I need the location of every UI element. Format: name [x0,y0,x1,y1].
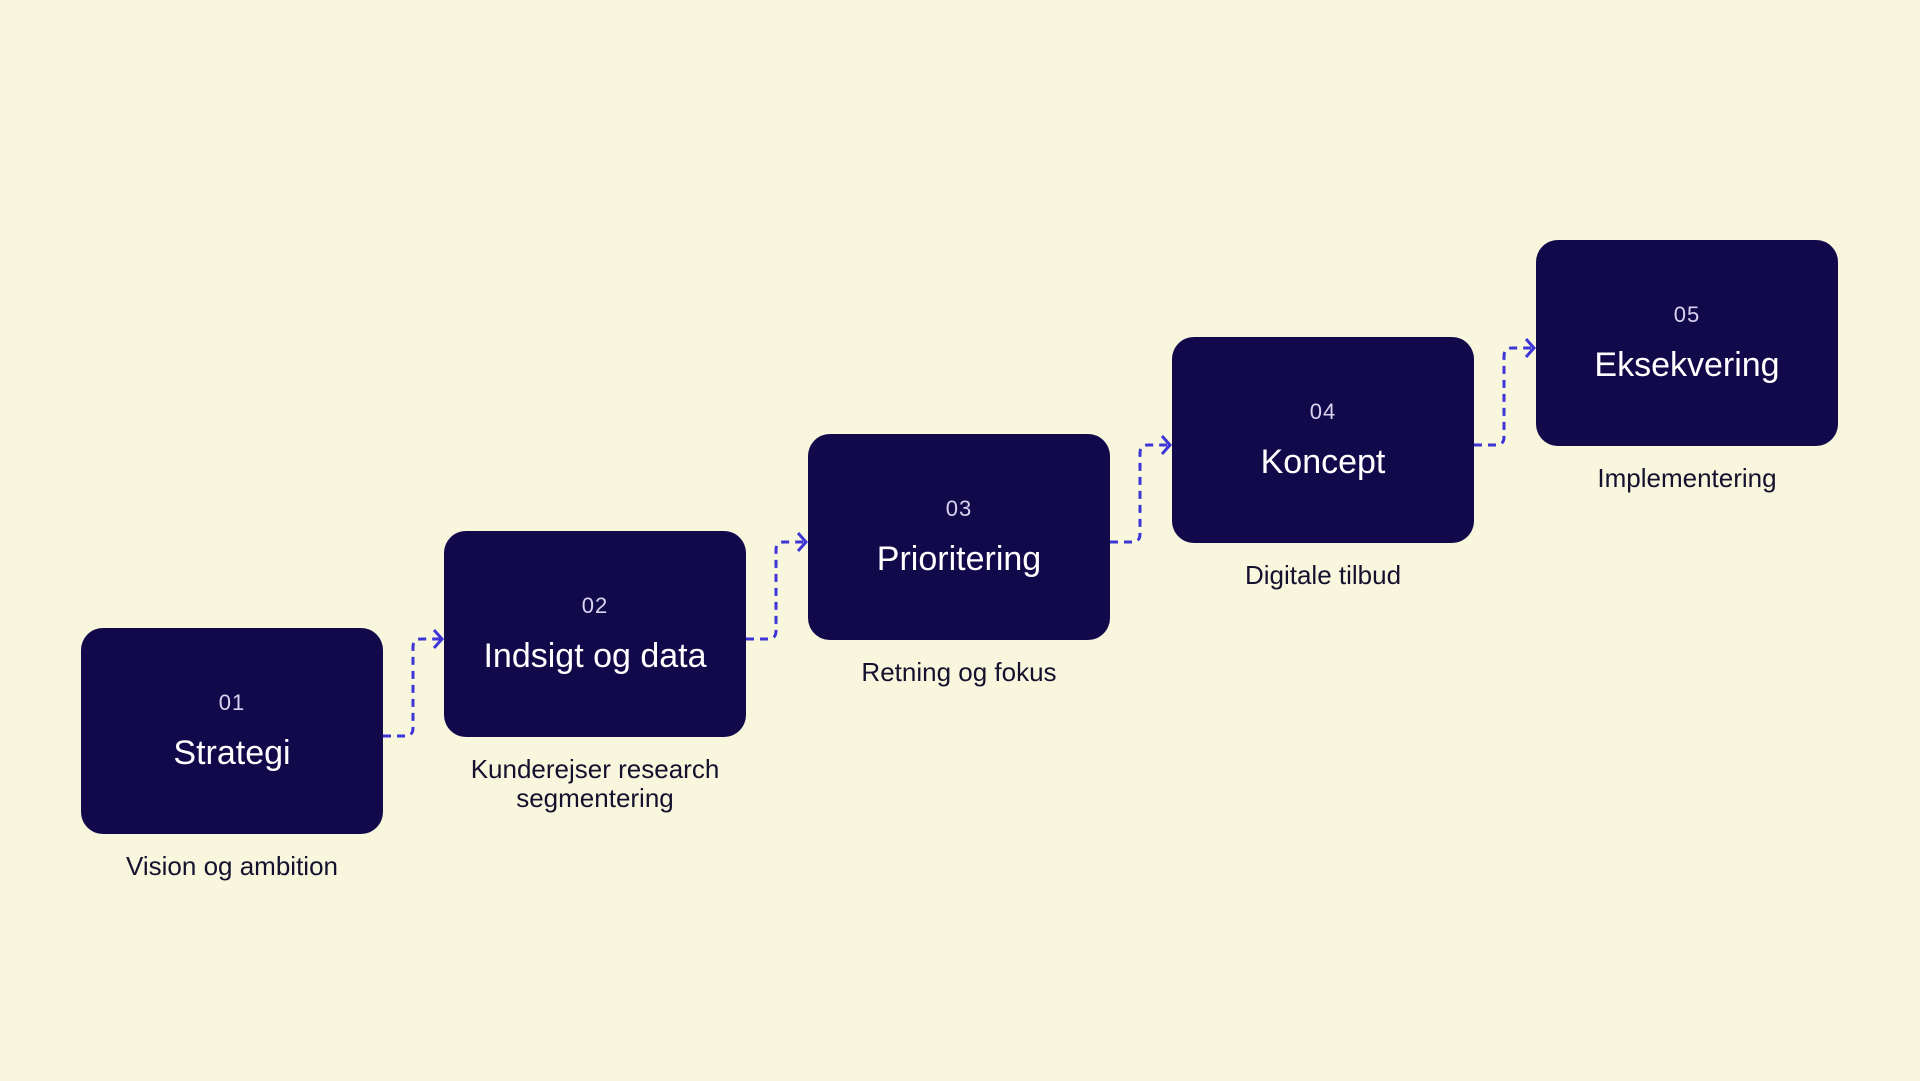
step-5: 05 Eksekvering Implementering [1536,240,1838,493]
step-4: 04 Koncept Digitale tilbud [1172,337,1474,590]
step-box: 01 Strategi [81,628,383,834]
arrow-head-icon [1524,338,1537,358]
step-caption: Digitale tilbud [1244,560,1402,590]
step-box: 05 Eksekvering [1536,240,1838,446]
step-box: 03 Prioritering [808,434,1110,640]
step-3: 03 Prioritering Retning og fokus [808,434,1110,687]
step-caption: Implementering [1597,463,1777,493]
arrow-head-icon [796,532,809,552]
step-title: Prioritering [876,539,1042,578]
connector-line [1474,346,1534,447]
connector-line [1110,443,1170,544]
arrow-head-icon [1160,435,1173,455]
step-number: 04 [1309,398,1337,424]
connector-line [383,637,442,738]
step-number: 03 [945,495,973,521]
step-number: 01 [218,689,246,715]
step-caption: Kunderejser research segmentering [470,754,720,813]
step-title: Koncept [1260,442,1386,481]
step-title: Strategi [173,733,291,772]
step-number: 02 [581,592,609,618]
step-title: Eksekvering [1594,345,1780,384]
arrow-head-icon [432,629,445,649]
step-number: 05 [1673,301,1701,327]
connector-line [746,540,806,641]
step-1: 01 Strategi Vision og ambition [81,628,383,881]
step-box: 02 Indsigt og data [444,531,746,737]
step-title: Indsigt og data [483,636,707,675]
step-box: 04 Koncept [1172,337,1474,543]
step-2: 02 Indsigt og data Kunderejser research … [444,531,746,813]
step-caption: Retning og fokus [861,657,1057,687]
step-caption: Vision og ambition [126,851,338,881]
